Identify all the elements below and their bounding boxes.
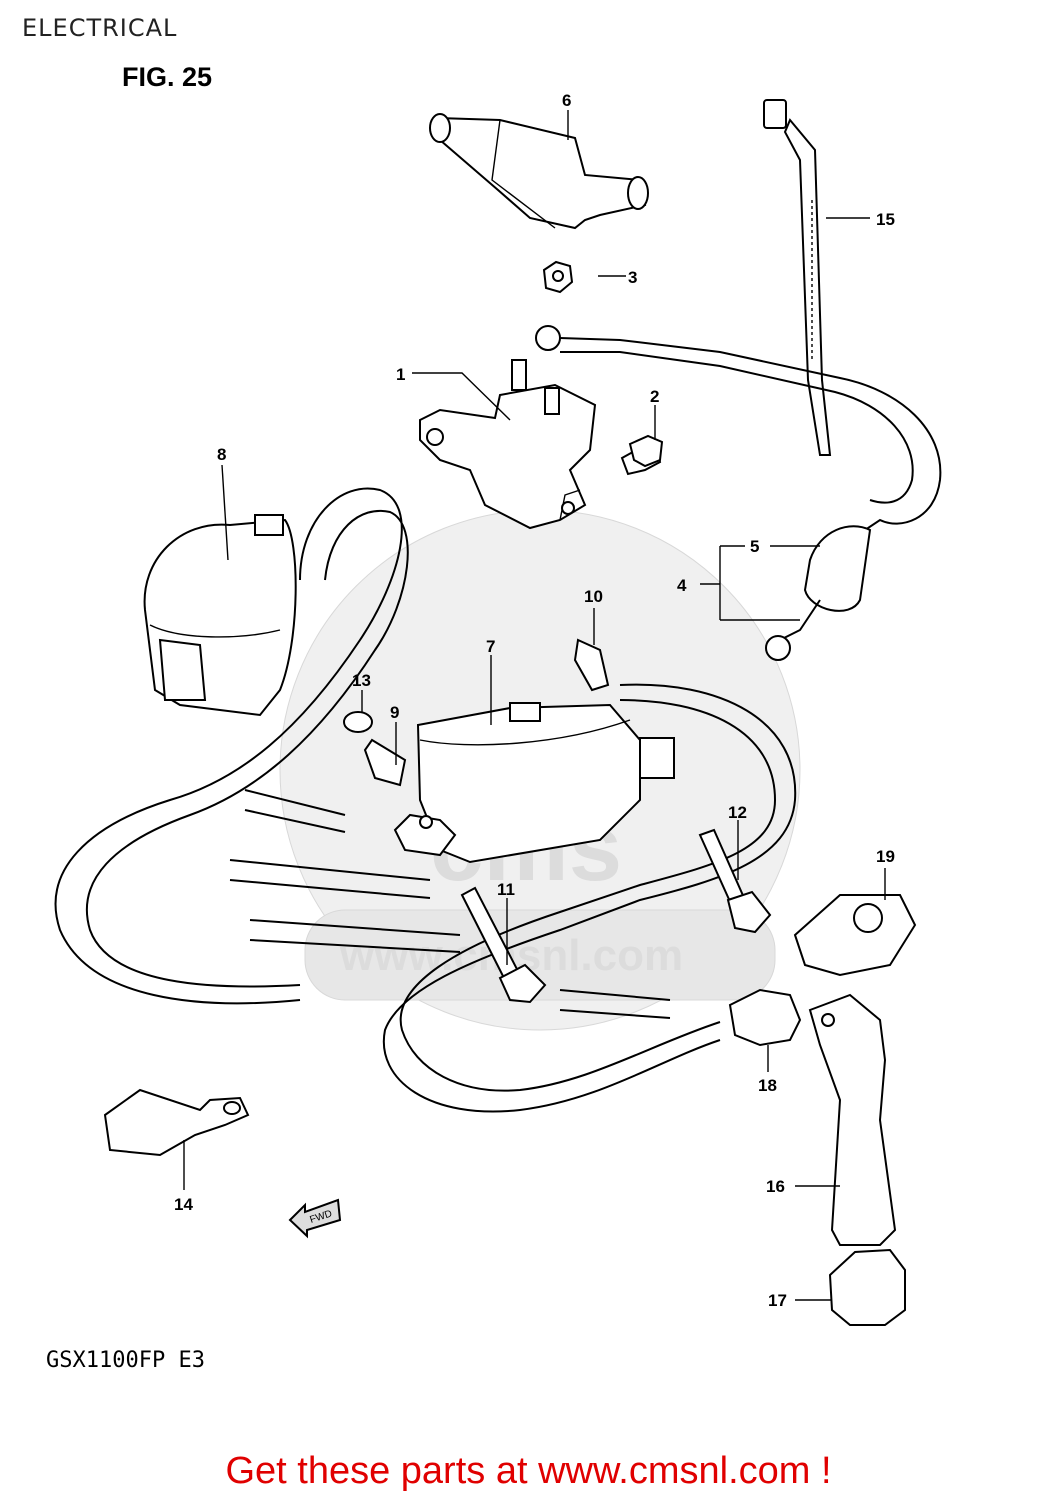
part-18-boot xyxy=(728,988,802,1047)
parts-diagram: www.cmsnl.com cms xyxy=(54,91,942,1326)
callout-12: 12 xyxy=(728,803,747,822)
callout-6: 6 xyxy=(562,91,571,110)
callout-8: 8 xyxy=(217,445,226,464)
cta-link[interactable]: Get these parts at www.cmsnl.com ! xyxy=(225,1450,832,1492)
callout-16: 16 xyxy=(766,1177,785,1196)
fwd-arrow: FWD xyxy=(288,1198,342,1239)
part-9-cap xyxy=(363,738,407,787)
callout-2: 2 xyxy=(650,387,659,406)
part-1-starter-relay xyxy=(419,359,597,530)
callout-18: 18 xyxy=(758,1076,777,1095)
callout-5: 5 xyxy=(750,537,759,556)
callout-4: 4 xyxy=(677,576,687,595)
callout-3: 3 xyxy=(628,268,637,287)
part-6-hose-connector xyxy=(429,113,649,230)
figure-label: FIG. 25 xyxy=(122,62,213,92)
part-3-nut xyxy=(542,260,574,294)
part-8-ignition-coil xyxy=(143,514,297,717)
callout-14: 14 xyxy=(174,1195,193,1214)
part-10-cap xyxy=(573,638,610,692)
callout-9: 9 xyxy=(390,703,399,722)
part-13-cap xyxy=(343,711,373,733)
callout-17: 17 xyxy=(768,1291,787,1310)
callout-1: 1 xyxy=(396,365,405,384)
callout-11: 11 xyxy=(497,880,515,899)
part-12-bolt xyxy=(698,828,772,934)
callout-15: 15 xyxy=(876,210,895,229)
part-19-grommet xyxy=(793,894,917,977)
high-tension-leads xyxy=(54,487,797,1113)
page-title: ELECTRICAL xyxy=(22,14,178,42)
callout-numbers: 1 2 3 4 5 6 7 8 9 10 11 12 13 14 15 16 1… xyxy=(174,91,895,1310)
callout-19: 19 xyxy=(876,847,895,866)
part-15-cable-tie xyxy=(763,99,832,456)
model-code: GSX1100FP E3 xyxy=(46,1348,205,1373)
callout-7: 7 xyxy=(486,637,495,656)
part-7-ignition-coil xyxy=(393,702,675,864)
part-11-bolt xyxy=(460,886,547,1004)
callout-13: 13 xyxy=(352,671,371,690)
part-14-clamp xyxy=(103,1088,250,1157)
part-16-plug-cap xyxy=(808,993,897,1246)
part-17-cover xyxy=(828,1248,906,1326)
callout-leaders xyxy=(183,110,886,1301)
part-2-bolt xyxy=(620,434,664,476)
battery-cable xyxy=(535,325,942,661)
callout-10: 10 xyxy=(584,587,603,606)
